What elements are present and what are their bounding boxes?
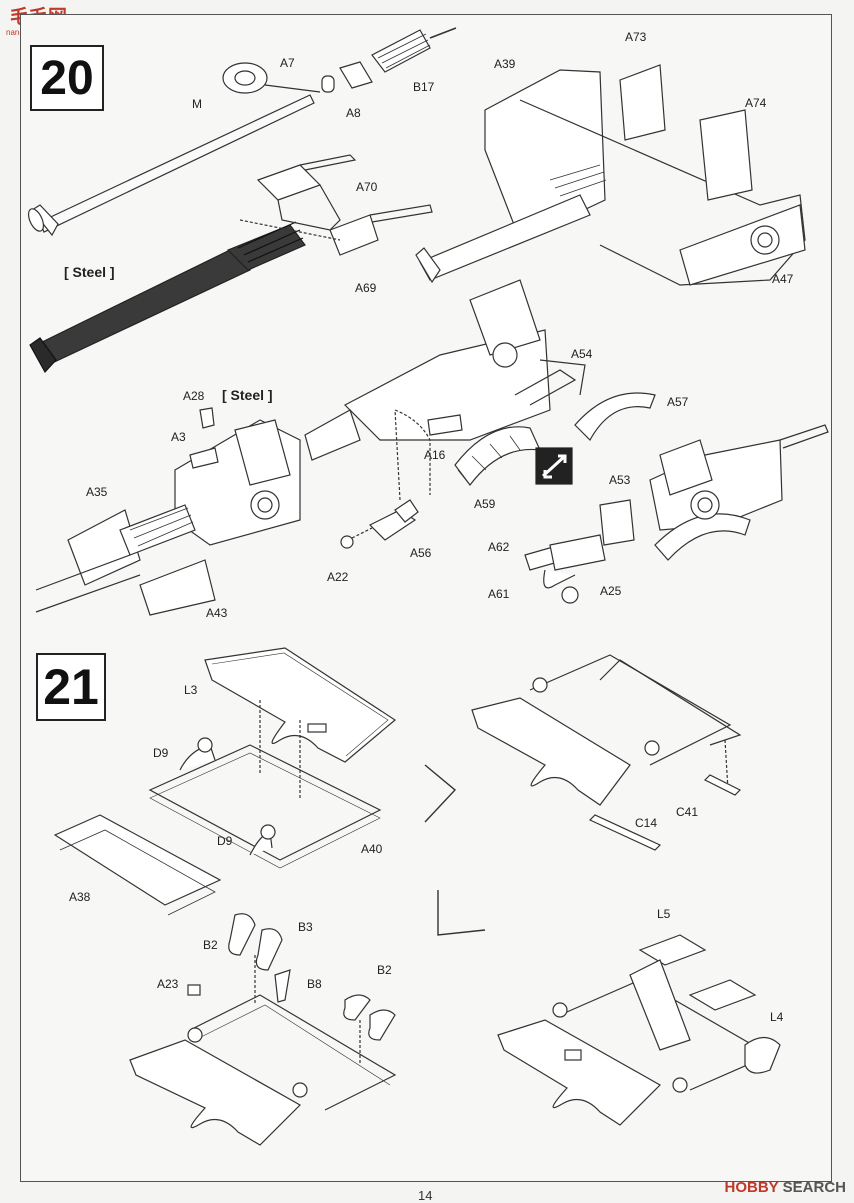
part-label-a74: A74: [745, 96, 767, 110]
steel-barrel-drawing: [29, 221, 306, 374]
part-label-c14: C14: [635, 816, 658, 830]
breech-lower-left-drawing: [35, 407, 301, 616]
part-label-a57: A57: [667, 395, 689, 409]
part-label-b8: B8: [307, 977, 322, 991]
step21-bottom-left-drawing: [129, 913, 397, 1146]
part-label-a40: A40: [361, 842, 383, 856]
part-label-a8: A8: [346, 106, 361, 120]
step21-result-top-drawing: [471, 654, 742, 851]
part-label-m: M: [192, 97, 202, 111]
part-label-a43: A43: [206, 606, 228, 620]
part-label-l5: L5: [657, 907, 671, 921]
part-label-a47: A47: [772, 272, 794, 286]
part-label-a59: A59: [474, 497, 496, 511]
hobbysearch-watermark: HOBBY SEARCH: [724, 1179, 846, 1196]
steel-label-parts: [ Steel ]: [222, 387, 273, 403]
part-label-a69: A69: [355, 281, 377, 295]
steel-label-barrel: [ Steel ]: [64, 264, 115, 280]
part-label-a25: A25: [600, 584, 622, 598]
page-number: 14: [418, 1188, 433, 1203]
part-label-a22: A22: [327, 570, 349, 584]
part-label-a16: A16: [424, 448, 446, 462]
part-label-a39: A39: [494, 57, 516, 71]
part-label-a56: A56: [410, 546, 432, 560]
gun-body-a39-drawing: [415, 64, 806, 286]
part-label-a53: A53: [609, 473, 631, 487]
watermark-brand-search: SEARCH: [782, 1179, 846, 1196]
part-label-a23: A23: [157, 977, 179, 991]
part-label-a7: A7: [280, 56, 295, 70]
flip-view-icon: [535, 447, 573, 485]
part-label-b17: B17: [413, 80, 435, 94]
sight-a56-drawing: [340, 409, 431, 549]
part-label-l4: L4: [770, 1010, 784, 1024]
part-label-a3: A3: [171, 430, 186, 444]
deck-plate-l3-drawing: [204, 647, 397, 763]
step21-bottom-right-drawing: [497, 934, 781, 1126]
part-label-d9-upper: D9: [153, 746, 169, 760]
frame-a40-drawing: [53, 700, 382, 916]
part-label-b2-left: B2: [203, 938, 218, 952]
part-label-b3: B3: [298, 920, 313, 934]
part-label-a54: A54: [571, 347, 593, 361]
sequence-arrow-2: [437, 890, 486, 936]
cradle-a69-a70-drawing: [239, 154, 433, 256]
part-label-d9-lower: D9: [217, 834, 233, 848]
part-label-a38: A38: [69, 890, 91, 904]
part-label-l3: L3: [184, 683, 198, 697]
part-label-a61: A61: [488, 587, 510, 601]
muzzle-parts-drawing: [222, 27, 457, 94]
barrel-m-drawing: [27, 94, 315, 237]
watermark-brand-hobby: HOBBY: [724, 1179, 779, 1196]
part-label-a35: A35: [86, 485, 108, 499]
part-label-a73: A73: [625, 30, 647, 44]
gun-body-right-drawing: [524, 424, 829, 604]
part-label-b2-right: B2: [377, 963, 392, 977]
step-20-number: 20: [30, 45, 104, 111]
part-label-a28: A28: [183, 389, 205, 403]
sequence-arrow-1: [424, 764, 457, 823]
part-label-c41: C41: [676, 805, 699, 819]
part-label-a62: A62: [488, 540, 510, 554]
part-label-a70: A70: [356, 180, 378, 194]
breech-assembly-drawing: [304, 279, 656, 486]
step-21-number: 21: [36, 653, 106, 721]
